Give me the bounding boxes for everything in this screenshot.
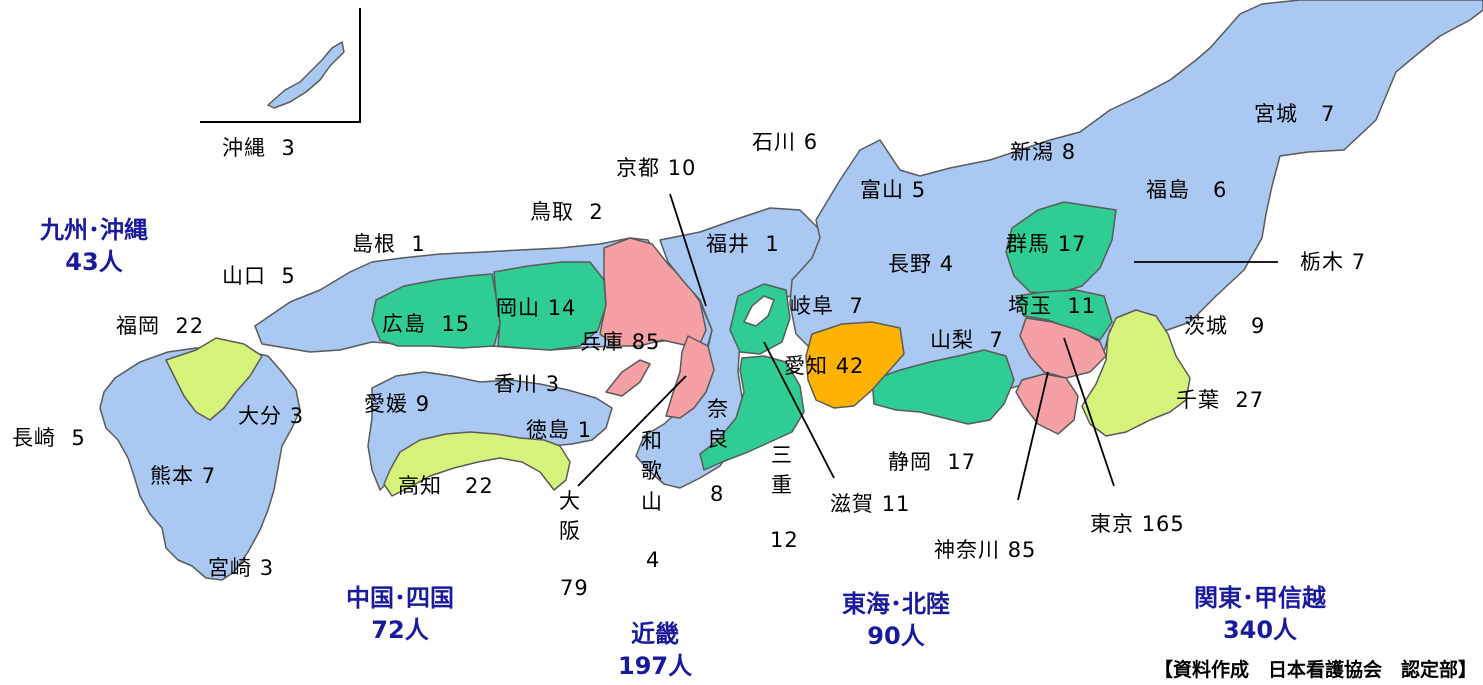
region-okayama — [493, 261, 607, 351]
label-kanagawa: 神奈川 85 — [934, 538, 1037, 562]
label-miyazaki: 宮崎 3 — [208, 556, 275, 580]
label-yamanashi: 山梨 7 — [930, 328, 1004, 352]
label-kumamoto: 熊本 7 — [150, 464, 217, 488]
label-fukui: 福井 1 — [706, 232, 780, 256]
label-hiroshima: 広島 15 — [382, 312, 471, 336]
region-osaka — [665, 335, 715, 419]
region-okinawa — [267, 41, 345, 109]
leader-osaka — [577, 375, 687, 487]
label-fukuoka: 福岡 22 — [116, 314, 205, 338]
label-tokyo: 東京 165 — [1090, 512, 1185, 536]
label-chiba: 千葉 27 — [1176, 388, 1265, 412]
region-total-kyushu: 九州･沖縄 43人 — [40, 214, 148, 279]
label-mie-name: 三重 — [771, 443, 793, 498]
region-name: 近畿 — [631, 620, 680, 648]
label-shimane: 島根 1 — [352, 232, 426, 256]
region-total: 72人 — [371, 616, 429, 645]
label-fukushima: 福島 6 — [1146, 178, 1228, 202]
label-nara-name: 奈良 — [707, 397, 729, 452]
label-mie-count: 12 — [770, 528, 799, 552]
label-nagasaki: 長崎 5 — [12, 426, 86, 450]
region-total-kinki: 近畿 197人 — [618, 618, 692, 683]
label-kyoto: 京都 10 — [616, 156, 697, 180]
region-name: 関東･甲信越 — [1194, 584, 1326, 612]
region-chiba — [1081, 309, 1191, 437]
region-shizuoka — [871, 349, 1015, 425]
label-kochi: 高知 22 — [398, 474, 494, 498]
region-total: 197人 — [618, 652, 693, 681]
label-shiga: 滋賀 11 — [830, 492, 911, 516]
region-total: 43人 — [65, 248, 123, 277]
region-total: 90人 — [867, 622, 925, 651]
region-saitama — [1015, 289, 1113, 341]
region-awaji — [605, 359, 651, 397]
region-tokyo — [1019, 317, 1107, 379]
region-name: 東海･北陸 — [842, 590, 950, 618]
label-kagawa: 香川 3 — [494, 372, 561, 396]
label-nara-count: 8 — [710, 482, 725, 506]
leader-kyoto — [669, 193, 707, 307]
region-mie — [699, 355, 805, 471]
label-wakayama-name: 和歌山 — [641, 429, 663, 514]
leader-tokyo — [1063, 337, 1115, 487]
okinawa-inset-frame — [200, 8, 361, 123]
label-okinawa: 沖縄 3 — [222, 136, 296, 160]
region-total: 340人 — [1222, 616, 1298, 645]
label-saitama: 埼玉 11 — [1008, 294, 1097, 318]
leader-shiga — [763, 341, 835, 479]
label-ishikawa: 石川 6 — [752, 130, 819, 154]
region-total-chugoku: 中国･四国 72人 — [346, 582, 454, 647]
region-total-kanto: 関東･甲信越 340人 — [1194, 582, 1326, 647]
label-niigata: 新潟 8 — [1010, 140, 1077, 164]
region-kanagawa — [1015, 373, 1079, 435]
label-hyogo: 兵庫 85 — [580, 330, 661, 354]
label-gifu: 岐阜 7 — [790, 294, 864, 318]
label-miyagi: 宮城 7 — [1254, 102, 1336, 126]
label-aichi: 愛知 42 — [784, 354, 865, 378]
region-aichi — [805, 321, 905, 409]
region-total-tokai: 東海･北陸 90人 — [842, 588, 950, 653]
lake-biwa — [743, 295, 775, 327]
label-wakayama-count: 4 — [646, 548, 661, 572]
leader-kanagawa — [1017, 371, 1049, 501]
region-kochi — [383, 431, 571, 497]
label-tottori: 鳥取 2 — [530, 200, 604, 224]
label-toyama: 富山 5 — [860, 178, 927, 202]
label-gunma: 群馬 17 — [1006, 232, 1087, 256]
label-osaka-count: 79 — [560, 576, 589, 600]
label-ibaraki: 茨城 9 — [1184, 314, 1266, 338]
source-credit: 【資料作成 日本看護協会 認定部】 — [1153, 659, 1477, 681]
label-oita: 大分 3 — [238, 404, 305, 428]
label-shizuoka: 静岡 17 — [888, 450, 977, 474]
label-nagano: 長野 4 — [888, 252, 955, 276]
label-osaka-name: 大阪 — [559, 489, 581, 544]
label-ehime: 愛媛 9 — [364, 392, 431, 416]
label-tochigi: 栃木 7 — [1300, 250, 1367, 274]
region-name: 九州･沖縄 — [40, 216, 148, 244]
region-hiroshima — [371, 273, 501, 349]
label-tokushima: 徳島 1 — [526, 418, 593, 442]
region-fukuoka — [165, 337, 263, 421]
region-name: 中国･四国 — [346, 584, 454, 612]
region-gunma — [1005, 201, 1117, 295]
label-yamaguchi: 山口 5 — [222, 264, 296, 288]
label-okayama: 岡山 14 — [496, 296, 577, 320]
